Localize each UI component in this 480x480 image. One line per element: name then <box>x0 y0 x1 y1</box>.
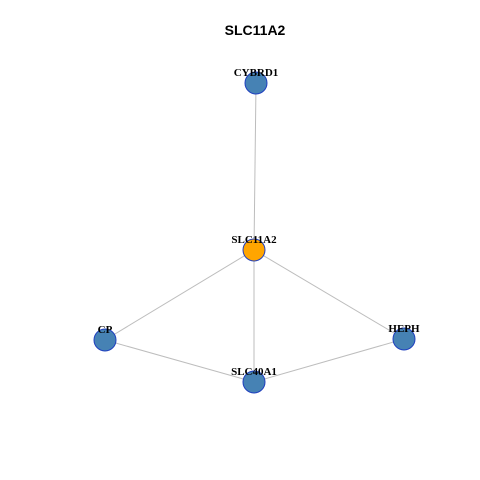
node-circle-cp <box>93 328 117 352</box>
node-label-cybrd1: CYBRD1 <box>234 67 279 79</box>
edge-cybrd1-slc11a2 <box>253 82 257 251</box>
graph-title: SLC11A2 <box>225 22 286 38</box>
node-label-slc11a2: SLC11A2 <box>231 234 277 246</box>
edges-layer <box>104 82 405 383</box>
node-circle-heph <box>392 327 416 351</box>
node-heph: HEPH <box>388 323 420 351</box>
node-label-heph: HEPH <box>388 323 420 335</box>
node-circle-slc11a2 <box>242 238 266 262</box>
node-circle-cybrd1 <box>244 71 268 95</box>
edge-slc11a2-cp <box>104 249 255 341</box>
node-label-slc40a1: SLC40A1 <box>231 366 277 378</box>
node-cybrd1: CYBRD1 <box>234 67 279 95</box>
edge-cp-slc40a1 <box>104 339 255 383</box>
node-slc11a2: SLC11A2 <box>231 234 277 262</box>
node-slc40a1: SLC40A1 <box>231 366 277 394</box>
node-circle-slc40a1 <box>242 370 266 394</box>
edge-slc11a2-heph <box>253 249 405 340</box>
node-cp: CP <box>93 324 117 352</box>
edge-heph-slc40a1 <box>253 338 405 383</box>
node-label-cp: CP <box>98 324 113 336</box>
